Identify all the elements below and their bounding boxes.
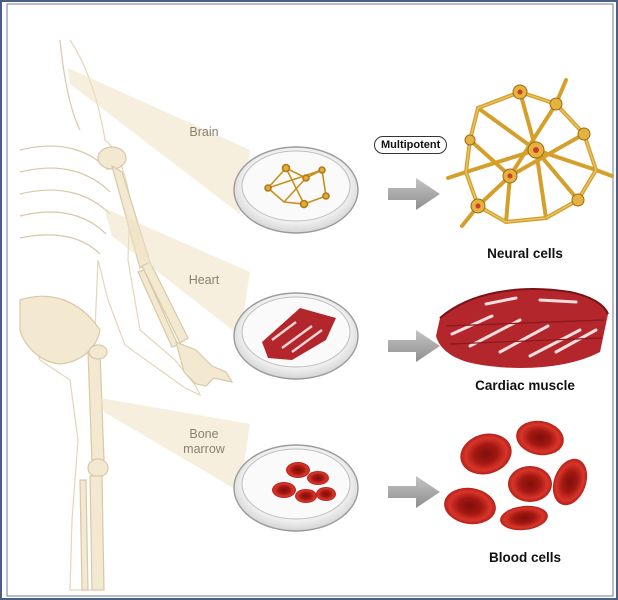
source-label-heart: Heart xyxy=(176,273,232,288)
blood-cells-illustration xyxy=(442,417,593,532)
arrow-right-icon xyxy=(388,178,440,210)
brain-beam xyxy=(68,68,250,214)
output-label-neural-cells: Neural cells xyxy=(460,246,590,261)
arrow-right-icon xyxy=(388,330,440,362)
petri-dish-marrow xyxy=(234,445,358,531)
output-label-blood-cells: Blood cells xyxy=(460,550,590,565)
neural-cells-illustration xyxy=(448,80,612,226)
multipotent-badge: Multipotent xyxy=(374,136,447,154)
cardiac-muscle-illustration xyxy=(436,289,608,368)
source-label-brain: Brain xyxy=(176,125,232,140)
source-label-bone-marrow: Bone marrow xyxy=(172,427,236,457)
output-label-cardiac-muscle: Cardiac muscle xyxy=(452,378,598,393)
arrow-right-icon xyxy=(388,476,440,508)
